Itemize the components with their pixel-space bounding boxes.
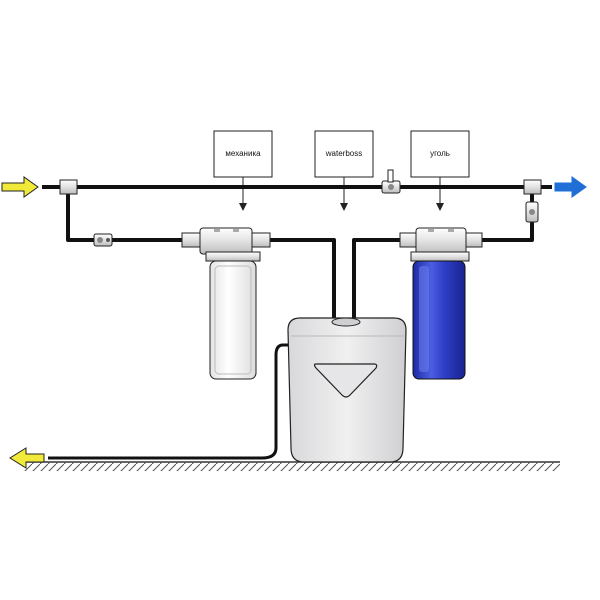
softener-emblem (313, 363, 378, 398)
outlet-tee-fitting (523, 179, 542, 195)
label-box-mechanical: механика (213, 130, 273, 211)
outlet-valve (525, 201, 539, 223)
inlet-arrow-icon (1, 176, 39, 198)
carbon-filter (399, 227, 483, 380)
softener-tank (287, 317, 407, 463)
inlet-tee-fitting (59, 179, 78, 195)
inlet-valve (93, 233, 113, 247)
outlet-arrow-icon (554, 176, 587, 198)
pointer-arrow-icon (239, 203, 247, 211)
pointer-arrow-icon (340, 203, 348, 211)
pointer-arrow-icon (436, 203, 444, 211)
drain-arrow-icon (9, 447, 45, 469)
mechanical-filter (181, 227, 271, 380)
label-box-carbon: уголь (410, 130, 470, 211)
label-mechanical: механика (225, 149, 261, 158)
bypass-valve (381, 169, 401, 194)
label-softener: waterboss (325, 149, 362, 158)
label-carbon: уголь (430, 149, 450, 158)
label-box-softener: waterboss (314, 130, 374, 211)
floor (22, 461, 560, 471)
